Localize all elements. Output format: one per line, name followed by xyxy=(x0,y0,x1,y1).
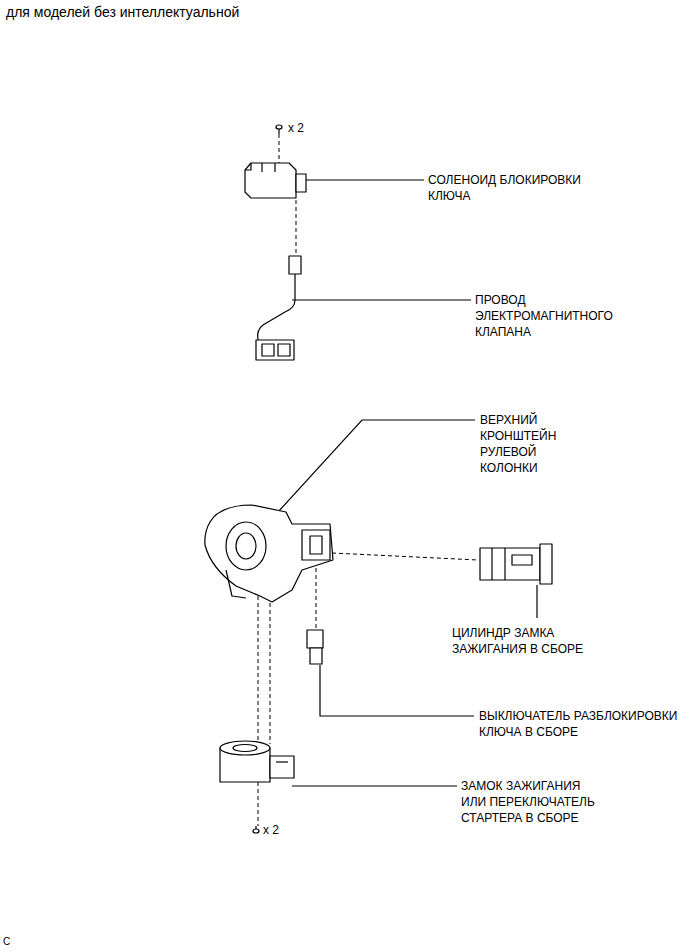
leader-line xyxy=(278,420,475,512)
leader-line xyxy=(292,785,457,786)
figure-code: C xyxy=(3,935,14,948)
ignition-switch xyxy=(220,741,294,782)
part-label: ЗАМОК ЗАЖИГАНИЯ ИЛИ ПЕРЕКЛЮЧАТЕЛЬ СТАРТЕ… xyxy=(461,778,598,826)
leader-line xyxy=(536,585,537,618)
screw xyxy=(253,826,259,833)
leader-line xyxy=(300,179,424,180)
dashed-line xyxy=(258,596,259,744)
part-label: ВЫКЛЮЧАТЕЛЬ РАЗБЛОКИРОВКИ КЛЮЧА В СБОРЕ xyxy=(479,708,686,740)
dashed-line xyxy=(279,134,280,164)
leader-line xyxy=(292,299,471,300)
part-label: ВЕРХНИЙ КРОНШТЕЙН РУЛЕВОЙ КОЛОНКИ xyxy=(480,412,560,476)
dashed-line xyxy=(332,553,478,560)
dashed-line xyxy=(258,782,259,826)
key-unlock-switch xyxy=(307,630,323,664)
solenoid-wire xyxy=(256,256,301,360)
assembly-lines xyxy=(258,134,478,826)
quantity-note: x 2 xyxy=(288,120,308,136)
column-upper-bracket xyxy=(205,505,333,602)
part-label: ПРОВОД ЭЛЕКТРОМАГНИТНОГО КЛАПАНА xyxy=(475,292,616,340)
key-lock-solenoid xyxy=(245,163,306,198)
leader-line xyxy=(320,665,474,716)
part-label: ЦИЛИНДР ЗАМКА ЗАЖИГАНИЯ В СБОРЕ xyxy=(452,625,587,657)
dashed-line xyxy=(296,200,297,256)
diagram-title: для моделей без интеллектуальной xyxy=(6,4,239,21)
part-label: СОЛЕНОИД БЛОКИРОВКИ КЛЮЧА xyxy=(428,172,584,204)
leader-lines xyxy=(278,180,537,786)
ignition-cylinder xyxy=(480,544,552,584)
screw xyxy=(276,125,282,134)
quantity-note: x 2 xyxy=(263,822,283,838)
dashed-line xyxy=(316,568,317,630)
dashed-line xyxy=(270,596,271,744)
